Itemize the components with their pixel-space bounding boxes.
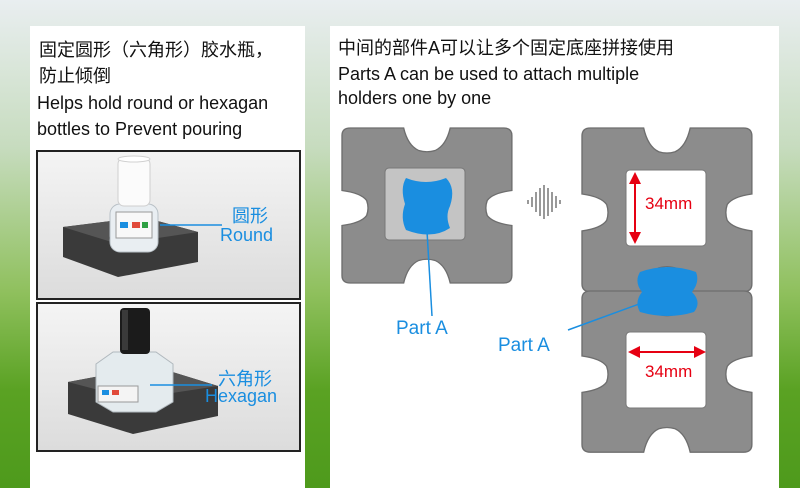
round-label-en: Round — [220, 225, 274, 245]
part-a-right-label: Part A — [498, 335, 550, 356]
left-title-cn-1: 固定圆形（六角形）胶水瓶， — [39, 40, 273, 60]
hex-label-en: Hexagan — [205, 386, 278, 406]
transition-arrow-icon — [527, 185, 561, 219]
left-title-cn-2: 防止倾倒 — [39, 66, 111, 86]
hex-label-cn: 六角形 — [218, 369, 272, 389]
part-a-left — [402, 178, 453, 235]
part-a-right-callout — [567, 299, 651, 331]
dim-label-top: 34mm — [645, 194, 693, 213]
right-title-en-1: Parts A can be used to attach multiple — [338, 64, 640, 84]
right-title-cn: 中间的部件A可以让多个固定底座拼接使用 — [338, 38, 675, 58]
dim-arrow-top — [629, 172, 641, 244]
right-title-en-2: holders one by one — [338, 88, 492, 108]
left-title-en-2: bottles to Prevent pouring — [37, 119, 243, 139]
part-a-left-callout — [425, 213, 433, 317]
photo-hex-bottle — [36, 302, 301, 452]
dim-arrow-bottom — [628, 346, 706, 358]
left-title-en-1: Helps hold round or hexagan — [37, 93, 269, 113]
round-label-cn: 圆形 — [232, 206, 268, 226]
right-panel — [330, 26, 779, 118]
top-holder-inner — [625, 169, 707, 247]
part-a-right — [637, 267, 698, 316]
photo-round-bottle — [36, 150, 301, 300]
dim-label-bottom: 34mm — [645, 362, 693, 381]
part-a-left-label: Part A — [396, 318, 448, 339]
